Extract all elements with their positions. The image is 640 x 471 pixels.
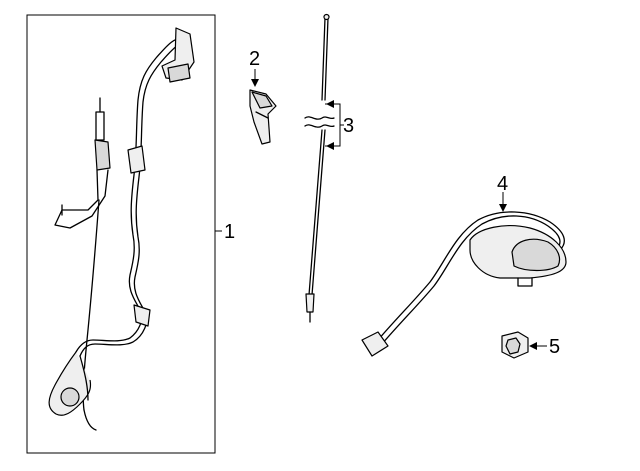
mast-base bbox=[94, 139, 111, 171]
part-3-antenna-mast: 3 bbox=[304, 13, 354, 323]
part-4-antenna-base: 4 bbox=[361, 173, 567, 357]
callout-4-label: 4 bbox=[497, 173, 508, 195]
lower-clip bbox=[133, 304, 151, 327]
mid-clip bbox=[127, 145, 146, 174]
part-1-antenna-cable-assembly bbox=[26, 14, 216, 454]
callout-5-label: 5 bbox=[549, 336, 560, 358]
part-5-nut: 5 bbox=[501, 331, 560, 359]
callout-3-label: 3 bbox=[343, 115, 354, 137]
callout-2-label: 2 bbox=[249, 48, 260, 70]
callout-1: 1 bbox=[215, 221, 235, 243]
part-1-frame-box bbox=[26, 14, 216, 454]
part-2-bezel: 2 bbox=[249, 48, 277, 145]
cable-connector bbox=[361, 331, 389, 357]
callout-1-label: 1 bbox=[224, 221, 235, 243]
bottom-connector bbox=[60, 387, 80, 407]
base-housing bbox=[511, 238, 561, 272]
mast-threaded-end bbox=[305, 293, 315, 313]
